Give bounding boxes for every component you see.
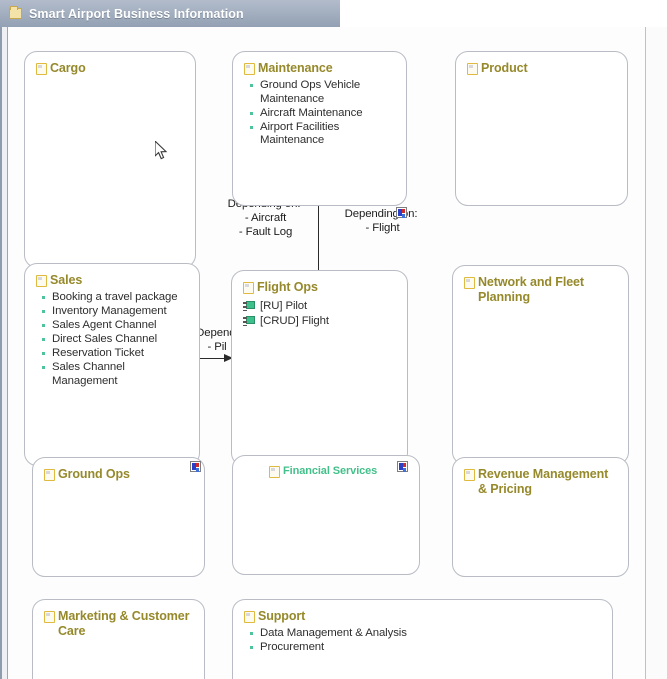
canvas-left-border bbox=[0, 27, 8, 679]
package-icon bbox=[44, 611, 55, 623]
list-item: Direct Sales Channel bbox=[35, 333, 193, 347]
connector-label-flight: Depending on: - Flight bbox=[344, 208, 418, 234]
list-item: Sales Agent Channel bbox=[35, 319, 193, 333]
diagram-link-badge[interactable] bbox=[190, 461, 201, 472]
package-header: Product bbox=[456, 52, 627, 76]
package-flight-ops[interactable]: Flight Ops [RU] Pilot [CRUD] Flight bbox=[231, 270, 408, 466]
package-title: Support bbox=[258, 609, 306, 623]
package-header: Marketing & Customer Care bbox=[33, 600, 204, 639]
list-item: Procurement bbox=[243, 641, 606, 655]
package-header: Revenue Management & Pricing bbox=[453, 458, 628, 497]
package-item-list: Data Management & Analysis Procurement bbox=[233, 627, 612, 655]
package-icon bbox=[243, 282, 254, 294]
package-title: Maintenance bbox=[258, 61, 333, 75]
package-icon bbox=[269, 466, 280, 478]
list-item: Inventory Management bbox=[35, 305, 193, 319]
connector-line-horizontal bbox=[200, 358, 230, 359]
connector-label-pilot: Dependi - Pil bbox=[196, 327, 238, 353]
package-icon bbox=[44, 469, 55, 481]
class-icon bbox=[243, 300, 255, 312]
package-item-list: Ground Ops Vehicle Maintenance Aircraft … bbox=[233, 79, 406, 148]
diagram-canvas[interactable]: Cargo Maintenance Ground Ops Vehicle Mai… bbox=[0, 27, 667, 679]
package-icon bbox=[464, 469, 475, 481]
package-icon bbox=[36, 63, 47, 75]
package-icon bbox=[244, 611, 255, 623]
diagram-link-badge[interactable] bbox=[396, 207, 407, 218]
package-icon bbox=[244, 63, 255, 75]
package-header: Ground Ops bbox=[33, 458, 204, 482]
list-item: [RU] Pilot bbox=[243, 299, 407, 313]
vertical-scrollbar[interactable] bbox=[645, 27, 667, 679]
package-item-list: Booking a travel package Inventory Manag… bbox=[25, 291, 199, 389]
connector-arrowhead-right bbox=[224, 353, 233, 362]
package-title: Flight Ops bbox=[257, 280, 318, 294]
package-header: Sales bbox=[25, 264, 199, 288]
list-item: Sales Channel Management bbox=[35, 361, 193, 388]
class-icon bbox=[243, 315, 255, 327]
package-title: Cargo bbox=[50, 61, 86, 75]
package-icon bbox=[36, 275, 47, 287]
package-title: Ground Ops bbox=[58, 467, 130, 481]
window-title: Smart Airport Business Information bbox=[29, 6, 244, 21]
package-revenue-management-and-pricing[interactable]: Revenue Management & Pricing bbox=[452, 457, 629, 577]
package-title: Financial Services bbox=[283, 465, 378, 477]
package-header: Network and Fleet Planning bbox=[453, 266, 628, 305]
window-titlebar: Smart Airport Business Information bbox=[0, 0, 341, 27]
diagram-link-badge[interactable] bbox=[397, 461, 408, 472]
list-item: [CRUD] Flight bbox=[243, 314, 407, 328]
package-header: Financial Services bbox=[233, 456, 419, 479]
package-product[interactable]: Product bbox=[455, 51, 628, 206]
list-item: Airport Facilities Maintenance bbox=[243, 121, 400, 148]
package-class-list: [RU] Pilot [CRUD] Flight bbox=[232, 299, 407, 328]
list-item: Reservation Ticket bbox=[35, 347, 193, 361]
package-marketing-and-customer-care[interactable]: Marketing & Customer Care bbox=[32, 599, 205, 679]
list-item: Data Management & Analysis bbox=[243, 627, 606, 641]
package-sales[interactable]: Sales Booking a travel package Inventory… bbox=[24, 263, 200, 466]
package-header: Flight Ops bbox=[232, 271, 407, 295]
package-maintenance[interactable]: Maintenance Ground Ops Vehicle Maintenan… bbox=[232, 51, 407, 206]
package-header: Maintenance bbox=[233, 52, 406, 76]
folder-icon bbox=[9, 6, 22, 19]
list-item: Aircraft Maintenance bbox=[243, 107, 400, 121]
connector-line-vertical bbox=[317, 185, 319, 275]
package-header: Support bbox=[233, 600, 612, 624]
package-icon bbox=[467, 63, 478, 75]
package-financial-services[interactable]: Financial Services bbox=[232, 455, 420, 575]
package-icon bbox=[464, 277, 475, 289]
package-ground-ops[interactable]: Ground Ops bbox=[32, 457, 205, 577]
package-title: Sales bbox=[50, 273, 83, 287]
package-cargo[interactable]: Cargo bbox=[24, 51, 196, 268]
package-title: Product bbox=[481, 61, 528, 75]
package-title: Revenue Management & Pricing bbox=[478, 467, 609, 496]
package-title: Marketing & Customer Care bbox=[58, 609, 190, 638]
class-label: [CRUD] Flight bbox=[260, 315, 329, 327]
list-item: Booking a travel package bbox=[35, 291, 193, 305]
list-item: Ground Ops Vehicle Maintenance bbox=[243, 79, 400, 106]
package-support[interactable]: Support Data Management & Analysis Procu… bbox=[232, 599, 613, 679]
package-title: Network and Fleet Planning bbox=[478, 275, 584, 304]
package-header: Cargo bbox=[25, 52, 195, 76]
class-label: [RU] Pilot bbox=[260, 300, 308, 312]
package-network-and-fleet-planning[interactable]: Network and Fleet Planning bbox=[452, 265, 629, 465]
